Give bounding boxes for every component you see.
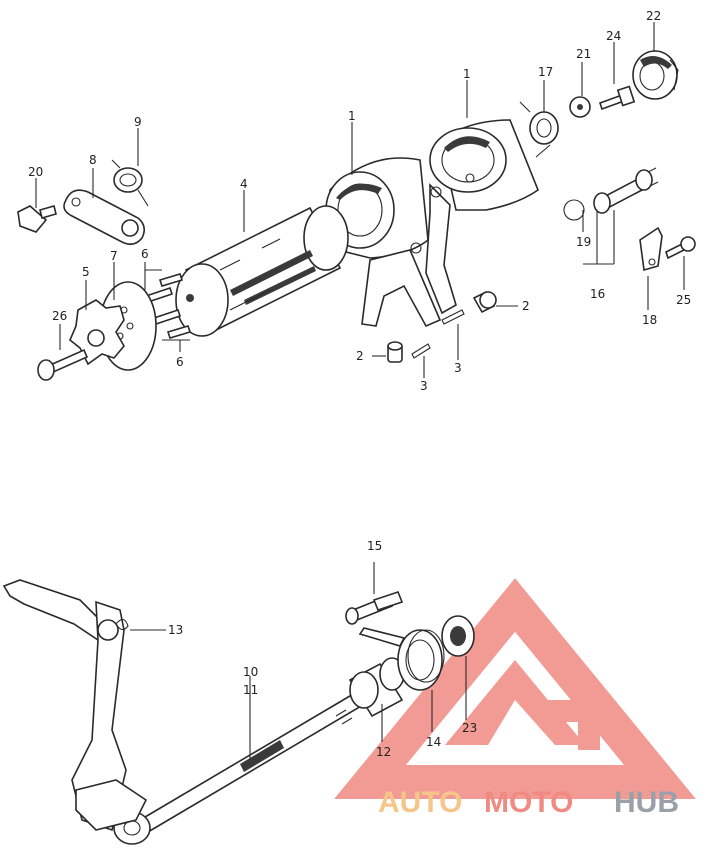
callout-6-bottom: 6 xyxy=(176,355,184,369)
callout-3-right: 3 xyxy=(454,361,462,375)
part-14-return-spring xyxy=(358,627,445,691)
callout-11: 11 xyxy=(243,683,258,697)
watermark-moto: MOTO xyxy=(484,786,573,819)
callout-4: 4 xyxy=(240,177,248,191)
part-18-plate xyxy=(639,226,663,272)
callout-12: 12 xyxy=(376,745,391,759)
part-12-collar xyxy=(348,657,405,718)
callout-5: 5 xyxy=(82,265,90,279)
callout-10: 10 xyxy=(243,665,258,679)
watermark-auto: AUTO xyxy=(378,786,462,819)
part-16-pin xyxy=(593,167,659,214)
watermark-logo xyxy=(334,578,696,799)
part-24-bolt xyxy=(598,85,636,111)
callout-22: 22 xyxy=(646,9,661,23)
watermark-text: AUTO MOTO HUB xyxy=(378,786,679,819)
part-23-oil-seal xyxy=(441,615,475,657)
watermark-hub: HUB xyxy=(614,786,679,819)
callout-2-left: 2 xyxy=(356,349,364,363)
callout-21: 21 xyxy=(576,47,591,61)
part-17-spring-clip xyxy=(519,101,559,158)
callout-2-right: 2 xyxy=(522,299,530,313)
part-22-cap xyxy=(632,50,679,100)
part-26-bolt xyxy=(37,348,89,381)
callout-24: 24 xyxy=(606,29,621,43)
leader-lines xyxy=(35,22,685,760)
callout-20: 20 xyxy=(28,165,43,179)
part-15-pin-bolt xyxy=(345,591,404,625)
callout-19: 19 xyxy=(576,235,591,249)
callout-25: 25 xyxy=(676,293,691,307)
part-2-guide-pin-left xyxy=(387,341,403,363)
part-13-clip xyxy=(115,618,129,631)
callout-9: 9 xyxy=(134,115,142,129)
callout-18: 18 xyxy=(642,313,657,327)
part-3-clip-right xyxy=(441,309,465,325)
callout-16: 16 xyxy=(590,287,605,301)
callout-6-top: 6 xyxy=(141,247,149,261)
callout-15: 15 xyxy=(367,539,382,553)
callout-1-rear: 1 xyxy=(463,67,471,81)
callout-13: 13 xyxy=(168,623,183,637)
part-4-shift-drum xyxy=(175,205,349,337)
part-19-circlip xyxy=(563,199,585,221)
callout-26: 26 xyxy=(52,309,67,323)
part-9-spring xyxy=(111,159,149,207)
callout-17: 17 xyxy=(538,65,553,79)
part-10-11-gearshift-spindle xyxy=(2,579,370,845)
callout-3-left: 3 xyxy=(420,379,428,393)
callout-14: 14 xyxy=(426,735,441,749)
part-1-shift-fork-rear xyxy=(425,119,539,315)
part-8-stopper-arm xyxy=(63,189,146,246)
callout-8: 8 xyxy=(89,153,97,167)
part-3-clip-left xyxy=(411,343,431,359)
callout-7: 7 xyxy=(110,249,118,263)
part-5-star-cam xyxy=(69,299,125,366)
callout-23: 23 xyxy=(462,721,477,735)
part-25-bolt xyxy=(665,236,696,260)
callouts: 1 1 2 2 3 3 4 5 6 6 7 8 9 10 11 12 13 14… xyxy=(28,9,691,759)
part-21-washer xyxy=(569,96,591,118)
part-2-guide-pin-right xyxy=(472,290,497,314)
callout-1-front: 1 xyxy=(348,109,356,123)
part-20-bolt xyxy=(17,205,57,233)
